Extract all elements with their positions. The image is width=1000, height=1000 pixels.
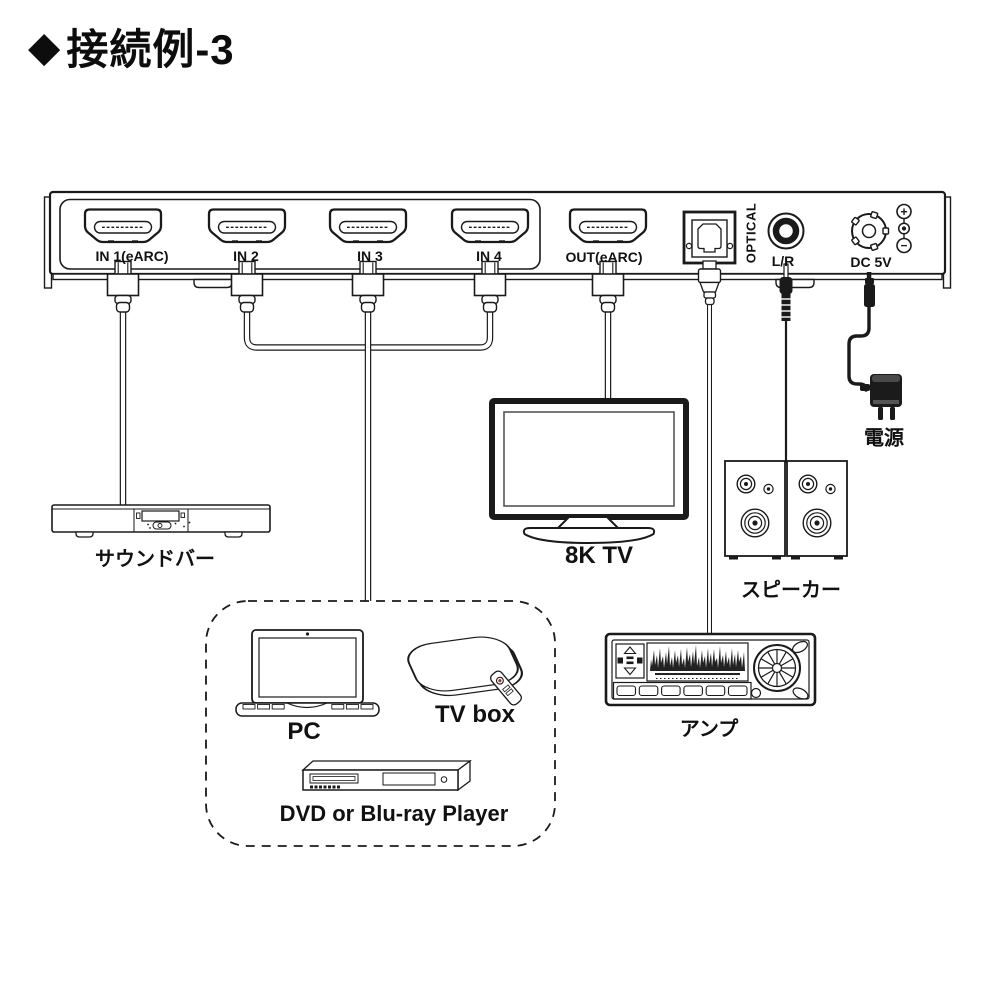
amp-knob — [753, 644, 801, 692]
hdmi-port-in4-icon — [450, 207, 530, 244]
label-port-in1: IN 1(eARC) — [95, 248, 169, 264]
cable-dc-to-adapter — [847, 304, 871, 392]
label-dvd-player: DVD or Blu-ray Player — [279, 801, 509, 826]
page-title-text: 接続例-3 — [66, 26, 235, 73]
label-tv-box: TV box — [434, 701, 516, 728]
hdmi-port-in2-icon — [207, 207, 287, 244]
label-8k-tv: 8K TV — [564, 542, 634, 569]
amplifier-illustration — [604, 632, 817, 707]
soundbar-illustration — [51, 504, 271, 538]
dc-plug-icon — [864, 272, 875, 307]
polarity-icon: + − — [896, 203, 912, 254]
amp-display — [646, 642, 749, 682]
label-port-in2: IN 2 — [233, 248, 259, 264]
panel-foot-left — [193, 278, 233, 289]
label-lr: L/R — [771, 253, 795, 269]
tv-box-illustration — [407, 636, 523, 706]
label-port-out: OUT(eARC) — [565, 249, 643, 265]
speakers-illustration — [724, 460, 848, 560]
remote-icon — [489, 670, 523, 706]
optical-plug-icon — [697, 260, 722, 306]
polarity-plus-sign: + — [900, 205, 907, 219]
label-port-in3: IN 3 — [357, 248, 383, 264]
label-pc: PC — [287, 718, 321, 745]
lr-audio-jack-icon — [767, 212, 805, 250]
amp-dpad — [615, 643, 645, 679]
polarity-minus-sign: − — [900, 239, 907, 253]
label-dc5v: DC 5V — [850, 254, 892, 270]
optical-port-icon — [682, 210, 737, 265]
source-devices-group — [205, 600, 556, 847]
dvd-player-illustration — [301, 759, 472, 792]
pc-illustration — [235, 629, 380, 717]
diamond-bullet-icon: ◆ — [28, 23, 62, 70]
tv-illustration — [489, 398, 689, 545]
dc-power-jack-icon — [851, 211, 890, 251]
power-adapter-icon — [860, 374, 902, 420]
cables — [119, 302, 871, 637]
lr-35mm-plug-icon — [779, 263, 793, 321]
page-title: ◆ 接続例-3 — [28, 16, 235, 77]
label-power: 電源 — [864, 427, 904, 450]
label-optical: OPTICAL — [743, 202, 759, 264]
hdmi-port-in3-icon — [328, 207, 408, 244]
label-speakers: スピーカー — [741, 579, 841, 602]
hdmi-port-in1-icon — [83, 207, 163, 244]
label-amp: アンプ — [679, 718, 739, 741]
right-speaker-drivers — [798, 474, 836, 538]
plugs — [106, 260, 902, 420]
dashed-group-border — [205, 600, 556, 847]
label-port-in4: IN 4 — [476, 248, 502, 264]
input-ports-recess — [59, 198, 541, 270]
left-speaker-drivers — [736, 474, 774, 538]
amp-buttons — [612, 681, 752, 700]
hdmi-port-out-icon — [568, 207, 648, 244]
label-soundbar: サウンドバー — [95, 548, 215, 571]
